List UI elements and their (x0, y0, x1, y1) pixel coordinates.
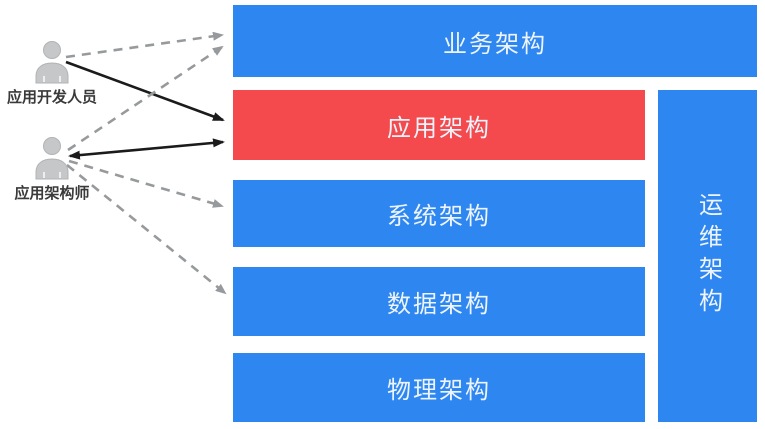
layer-application: 应用架构 (233, 90, 645, 160)
layer-physical: 物理架构 (233, 353, 645, 422)
actor-architect: 应用架构师 (0, 136, 104, 203)
actor-architect-label: 应用架构师 (14, 185, 90, 202)
layer-operations-label: 运维架构 (694, 192, 722, 320)
layer-business-label: 业务架构 (443, 30, 547, 58)
layer-operations: 运维架构 (658, 90, 757, 422)
layer-data-label: 数据架构 (387, 291, 491, 318)
person-icon (35, 41, 69, 84)
layer-system-label: 系统架构 (387, 203, 491, 230)
actor-developer-label: 应用开发人员 (6, 89, 97, 106)
layer-application-label: 应用架构 (387, 114, 491, 142)
layer-physical-label: 物理架构 (387, 377, 491, 404)
layer-business: 业务架构 (233, 5, 757, 77)
actor-developer: 应用开发人员 (0, 40, 104, 107)
layer-data: 数据架构 (233, 267, 645, 336)
person-icon (35, 137, 69, 180)
layer-system: 系统架构 (233, 180, 645, 247)
